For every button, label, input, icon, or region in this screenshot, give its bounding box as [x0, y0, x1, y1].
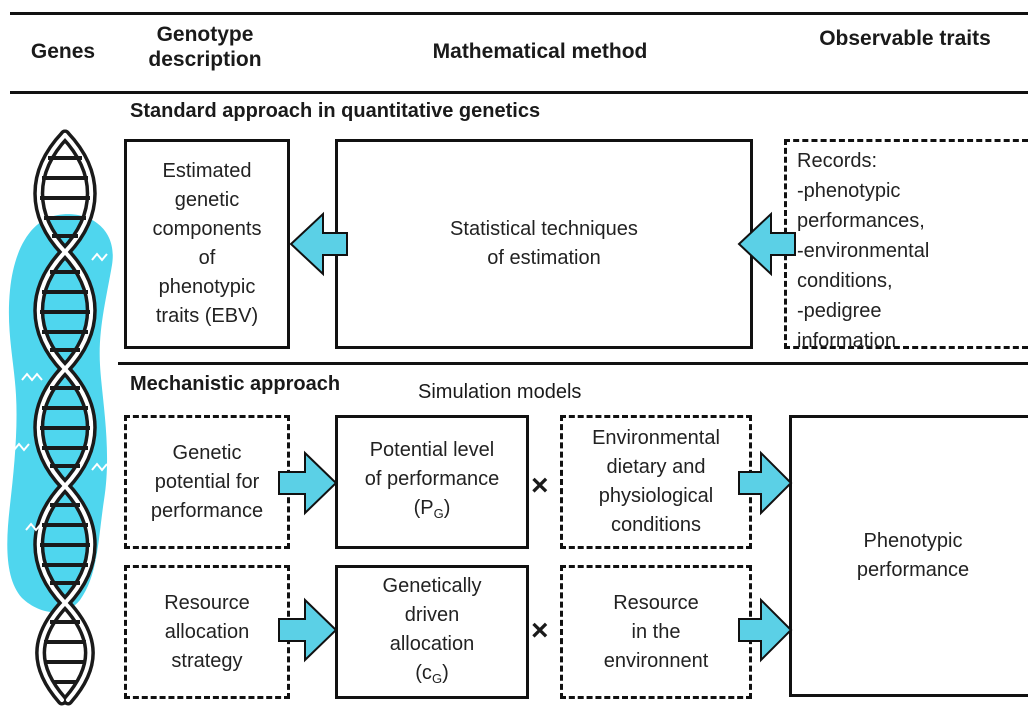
ebv-box: Estimated genetic components of phenotyp…	[124, 139, 290, 349]
potential-level-box: Potential level of performance (PG)	[335, 415, 529, 549]
potential-level-text: Potential level of performance	[364, 439, 500, 490]
simulation-models-label: Simulation models	[418, 381, 582, 403]
resource-allocation-strategy-box: Resource allocation strategy	[124, 565, 290, 699]
resource-environment-box: Resource in the environnent	[560, 565, 752, 699]
genetic-potential-box: Genetic potential for performance	[124, 415, 290, 549]
allocation-symbol: (cG)	[415, 661, 449, 686]
genetically-driven-allocation-box: Genetically driven allocation (cG)	[335, 565, 529, 699]
arrow-right-icon	[738, 597, 793, 663]
section-divider	[118, 362, 1028, 365]
header-genotype-description: Genotype description	[148, 23, 262, 71]
arrow-left-icon	[737, 211, 796, 277]
arrow-right-icon	[278, 450, 338, 516]
dna-helix-icon	[7, 129, 113, 706]
multiply-symbol-bottom: ×	[531, 614, 549, 647]
header-genes: Genes	[30, 40, 96, 63]
arrow-right-icon	[278, 597, 338, 663]
potential-level-symbol: (PG)	[413, 497, 451, 521]
header-mathematical-method: Mathematical method	[432, 40, 648, 63]
phenotypic-performance-box: Phenotypic performance	[789, 415, 1028, 697]
top-rule	[10, 12, 1028, 15]
arrow-left-icon	[289, 211, 348, 277]
arrow-right-icon	[738, 450, 793, 516]
mechanistic-approach-title: Mechanistic approach	[130, 373, 341, 395]
allocation-text: Genetically driven allocation	[382, 574, 482, 655]
statistical-techniques-box: Statistical techniques of estimation	[335, 139, 753, 349]
header-observable-traits: Observable traits	[819, 27, 991, 50]
header-rule	[10, 91, 1028, 94]
multiply-symbol-top: ×	[531, 469, 549, 502]
standard-approach-title: Standard approach in quantitative geneti…	[130, 100, 541, 122]
